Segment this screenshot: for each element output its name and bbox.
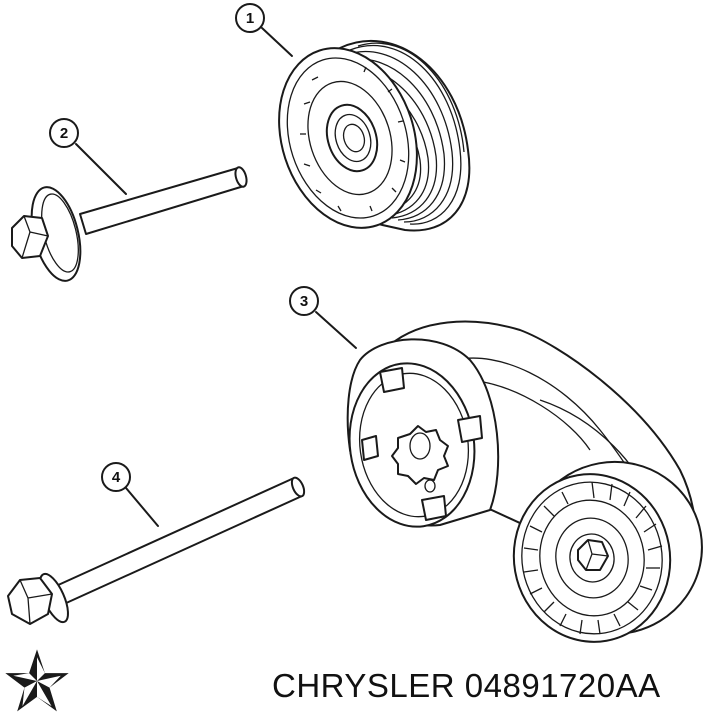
callout-1-label: 1 — [246, 10, 254, 27]
callout-4-label: 4 — [112, 469, 121, 486]
idler-pulley — [278, 39, 471, 232]
brand-name: CHRYSLER — [272, 667, 456, 704]
callout-3: 3 — [289, 286, 357, 349]
chrysler-pentastar-icon — [5, 649, 69, 712]
callout-3-label: 3 — [300, 293, 308, 310]
callout-4: 4 — [101, 462, 159, 527]
callout-2: 2 — [49, 118, 127, 195]
belt-tensioner — [346, 320, 703, 643]
part-number: 04891720AA — [464, 667, 661, 704]
callout-2-label: 2 — [60, 125, 68, 142]
short-bolt — [11, 166, 248, 282]
long-bolt — [7, 476, 306, 625]
callout-1: 1 — [235, 3, 293, 57]
part-caption: CHRYSLER 04891720AA — [272, 664, 661, 708]
